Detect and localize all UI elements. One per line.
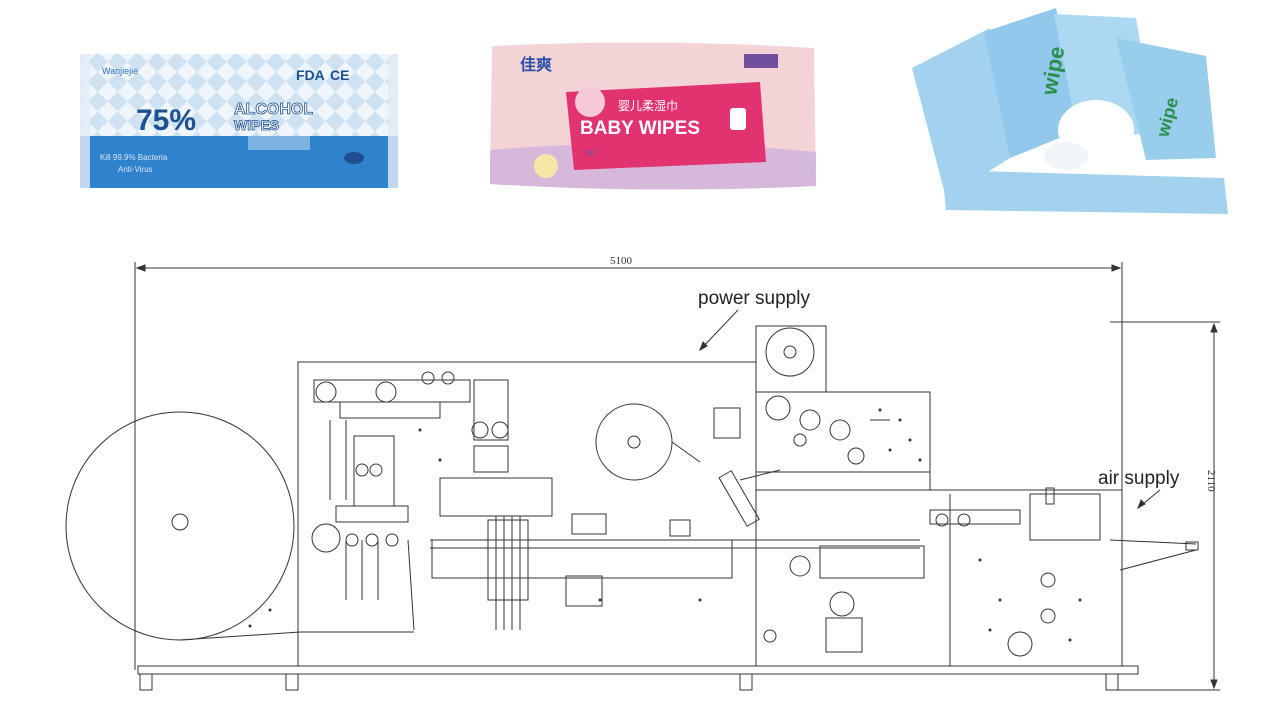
rivet-dots [248, 408, 1082, 642]
ce-mark: CE [330, 67, 349, 83]
power-supply-label: power supply [698, 288, 810, 309]
single-wipes-packs: wipe wipe [912, 8, 1228, 214]
air-supply-label: air supply [1098, 468, 1180, 489]
height-dimension: 2110 [1205, 470, 1217, 492]
handwheel [1007, 631, 1033, 657]
count-text: 80 [586, 148, 596, 158]
fda-mark: FDA [296, 67, 325, 83]
wipes-text: WIPES [234, 117, 279, 133]
width-dimension: 5100 [610, 255, 633, 267]
baby-wipes-label: BABY WIPES [580, 118, 700, 139]
unwind-roll [65, 411, 295, 641]
alcohol-wipes-pack: Wanjiejie FDA CE 75% ALCOHOL WIPES Kill … [80, 54, 398, 188]
percent-text: 75% [136, 104, 196, 137]
label-cn-text: 婴儿柔湿巾 [618, 98, 678, 113]
bacteria-text: Kill 99.9% Bacteria [100, 153, 168, 162]
alcohol-text: ALCOHOL [234, 101, 313, 118]
brand-cn-text: 佳爽 [520, 55, 552, 74]
antivirus-text: Anti-Virus [118, 165, 153, 174]
baby-wipes-pack: 佳爽 婴儿柔湿巾 BABY WIPES 80 [490, 42, 816, 190]
brand-text: Wanjiejie [102, 66, 138, 76]
label-roll [595, 403, 673, 481]
